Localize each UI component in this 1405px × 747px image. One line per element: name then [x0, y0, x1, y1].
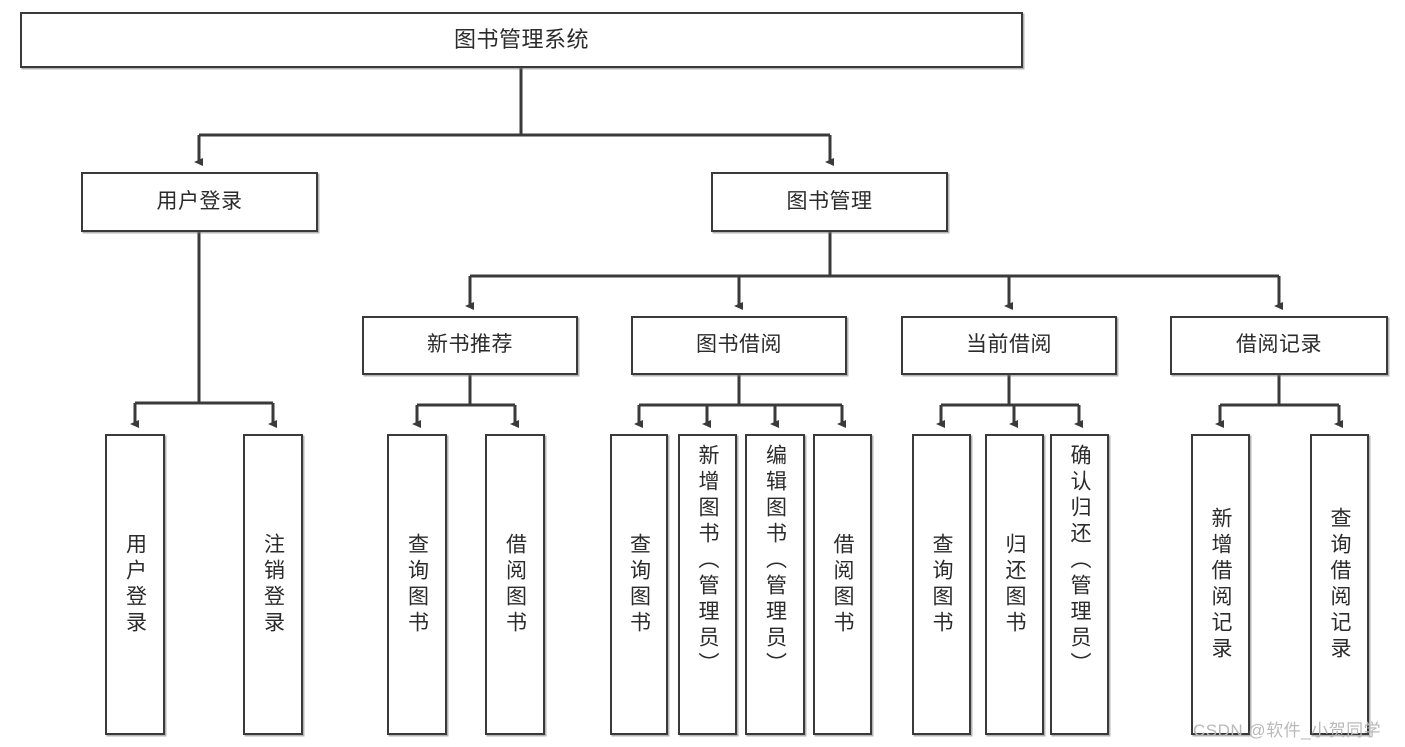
node-leaf-edit-book-admin[interactable]: 编辑图书（管理员）	[745, 434, 805, 735]
node-book-manage-label: 图书管理	[786, 189, 873, 213]
node-book-borrow[interactable]: 图书借阅	[631, 316, 847, 375]
node-leaf-add-borrow-record[interactable]: 新增借阅记录	[1191, 434, 1250, 735]
node-leaf-add-borrow-record-label: 新增借阅记录	[1209, 506, 1232, 663]
node-borrow-record[interactable]: 借阅记录	[1170, 316, 1388, 375]
node-leaf-borrow-book-2-label: 借阅图书	[831, 532, 854, 637]
node-leaf-query-borrow-record[interactable]: 查询借阅记录	[1310, 434, 1369, 735]
node-leaf-borrow-book-2[interactable]: 借阅图书	[813, 434, 872, 735]
node-new-book-recommend-label: 新书推荐	[427, 333, 513, 357]
node-leaf-query-borrow-record-label: 查询借阅记录	[1328, 506, 1351, 663]
node-leaf-logout-login[interactable]: 注销登录	[243, 434, 303, 735]
node-leaf-user-login-label: 用户登录	[123, 532, 147, 637]
node-leaf-borrow-book-1[interactable]: 借阅图书	[485, 434, 545, 735]
node-current-borrow-label: 当前借阅	[966, 333, 1052, 357]
node-root[interactable]: 图书管理系统	[20, 12, 1023, 68]
node-leaf-return-book[interactable]: 归还图书	[985, 434, 1044, 735]
node-leaf-query-book-2-label: 查询图书	[627, 532, 651, 637]
node-leaf-confirm-return-admin[interactable]: 确认归还（管理员）	[1050, 434, 1109, 735]
node-leaf-query-book-3[interactable]: 查询图书	[912, 434, 971, 735]
node-book-borrow-label: 图书借阅	[696, 333, 782, 357]
node-user-login[interactable]: 用户登录	[81, 172, 318, 232]
node-leaf-edit-book-admin-label: 编辑图书（管理员）	[763, 444, 787, 678]
node-new-book-recommend[interactable]: 新书推荐	[362, 316, 578, 375]
node-root-label: 图书管理系统	[453, 27, 589, 53]
node-leaf-return-book-label: 归还图书	[1003, 532, 1026, 637]
node-leaf-add-book-admin-label: 新增图书（管理员）	[696, 444, 719, 678]
node-book-manage[interactable]: 图书管理	[711, 172, 948, 232]
csdn-watermark: CSDN @软件_小贺同学	[1193, 721, 1382, 740]
node-leaf-query-book-1[interactable]: 查询图书	[387, 434, 447, 735]
node-leaf-user-login[interactable]: 用户登录	[105, 434, 165, 735]
node-leaf-query-book-1-label: 查询图书	[405, 532, 429, 637]
node-borrow-record-label: 借阅记录	[1236, 333, 1322, 357]
node-leaf-borrow-book-1-label: 借阅图书	[503, 532, 527, 637]
node-user-login-label: 用户登录	[156, 189, 243, 213]
node-leaf-query-book-2[interactable]: 查询图书	[610, 434, 668, 735]
node-leaf-add-book-admin[interactable]: 新增图书（管理员）	[678, 434, 737, 735]
node-current-borrow[interactable]: 当前借阅	[901, 316, 1117, 375]
node-leaf-logout-login-label: 注销登录	[261, 532, 285, 637]
node-leaf-query-book-3-label: 查询图书	[930, 532, 953, 637]
node-leaf-confirm-return-admin-label: 确认归还（管理员）	[1068, 444, 1091, 678]
